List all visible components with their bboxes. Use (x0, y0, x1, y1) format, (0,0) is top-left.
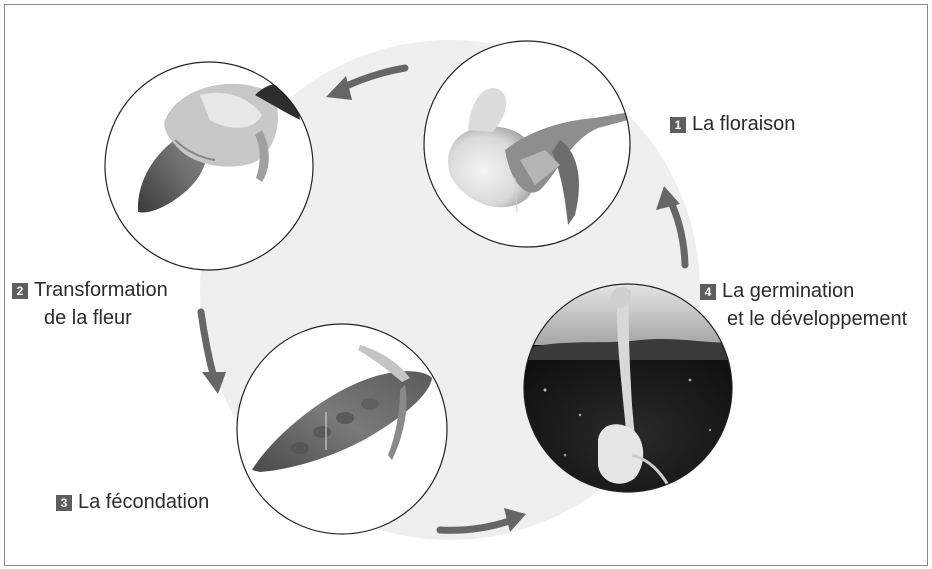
stage-3-number-badge: 3 (56, 495, 72, 511)
pod-flower-photo (105, 62, 313, 270)
stage-1-number-badge: 1 (670, 117, 686, 133)
stage-4-text-line-2: et le développement (700, 305, 907, 333)
stage-2-text-line-1: Transformation (34, 279, 168, 301)
stage-4-text-line-1: La germination (722, 280, 854, 302)
flower-photo (424, 41, 630, 247)
stage-1-label: 1 La floraison (670, 110, 795, 138)
stage-3-label: 3 La fécondation (56, 488, 209, 516)
stage-2-number-badge: 2 (12, 283, 28, 299)
stage-2-label: 2 Transformation de la fleur (12, 276, 168, 332)
pea-pod-photo (237, 324, 447, 534)
stage-3-text: La fécondation (78, 491, 209, 513)
stage-4-label: 4 La germination et le développement (700, 277, 907, 333)
stage-4-number-badge: 4 (700, 284, 716, 300)
stage-1-text: La floraison (692, 113, 795, 135)
stage-2-text-line-2: de la fleur (12, 304, 168, 332)
